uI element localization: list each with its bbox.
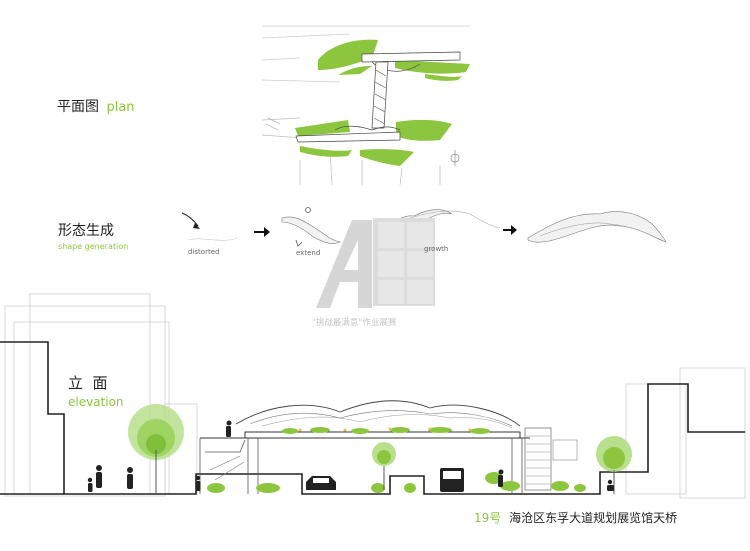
elevation-label-en: elevation (68, 395, 124, 409)
tree-icon (128, 404, 184, 494)
watermark-caption: "挑战最满意"作业展赛 (312, 318, 397, 328)
shape-label-zh: 形态生成 (58, 223, 114, 239)
tree-icon (372, 442, 396, 490)
plan-label-en: plan (106, 100, 135, 115)
plan-drawing (261, 25, 470, 186)
shape-label-en: shape generation (58, 242, 129, 251)
step-label-extend: extend (296, 249, 321, 257)
caption-number: 19号 (474, 511, 502, 525)
elevation-label-zh: 立 面 (68, 374, 108, 392)
step-label-growth: growth (424, 245, 449, 253)
plan-label-zh: 平面图 (57, 99, 99, 115)
plan-label: 平面图 plan (57, 96, 135, 116)
shape-label: 形态生成 shape generation (58, 220, 128, 251)
car-icon (306, 476, 336, 490)
elevation-drawing (0, 293, 746, 499)
caption-title: 海沧区东孚大道规划展览馆天桥 (509, 511, 678, 525)
watermark-logo (316, 218, 435, 308)
tree-icon (596, 436, 632, 494)
step-label-distorted: distorted (188, 248, 220, 256)
person-icon (87, 420, 614, 492)
bus-icon (440, 468, 464, 492)
elevation-label: 立 面 elevation (68, 372, 124, 409)
drawing-caption: 19号 海沧区东孚大道规划展览馆天桥 (474, 509, 677, 526)
